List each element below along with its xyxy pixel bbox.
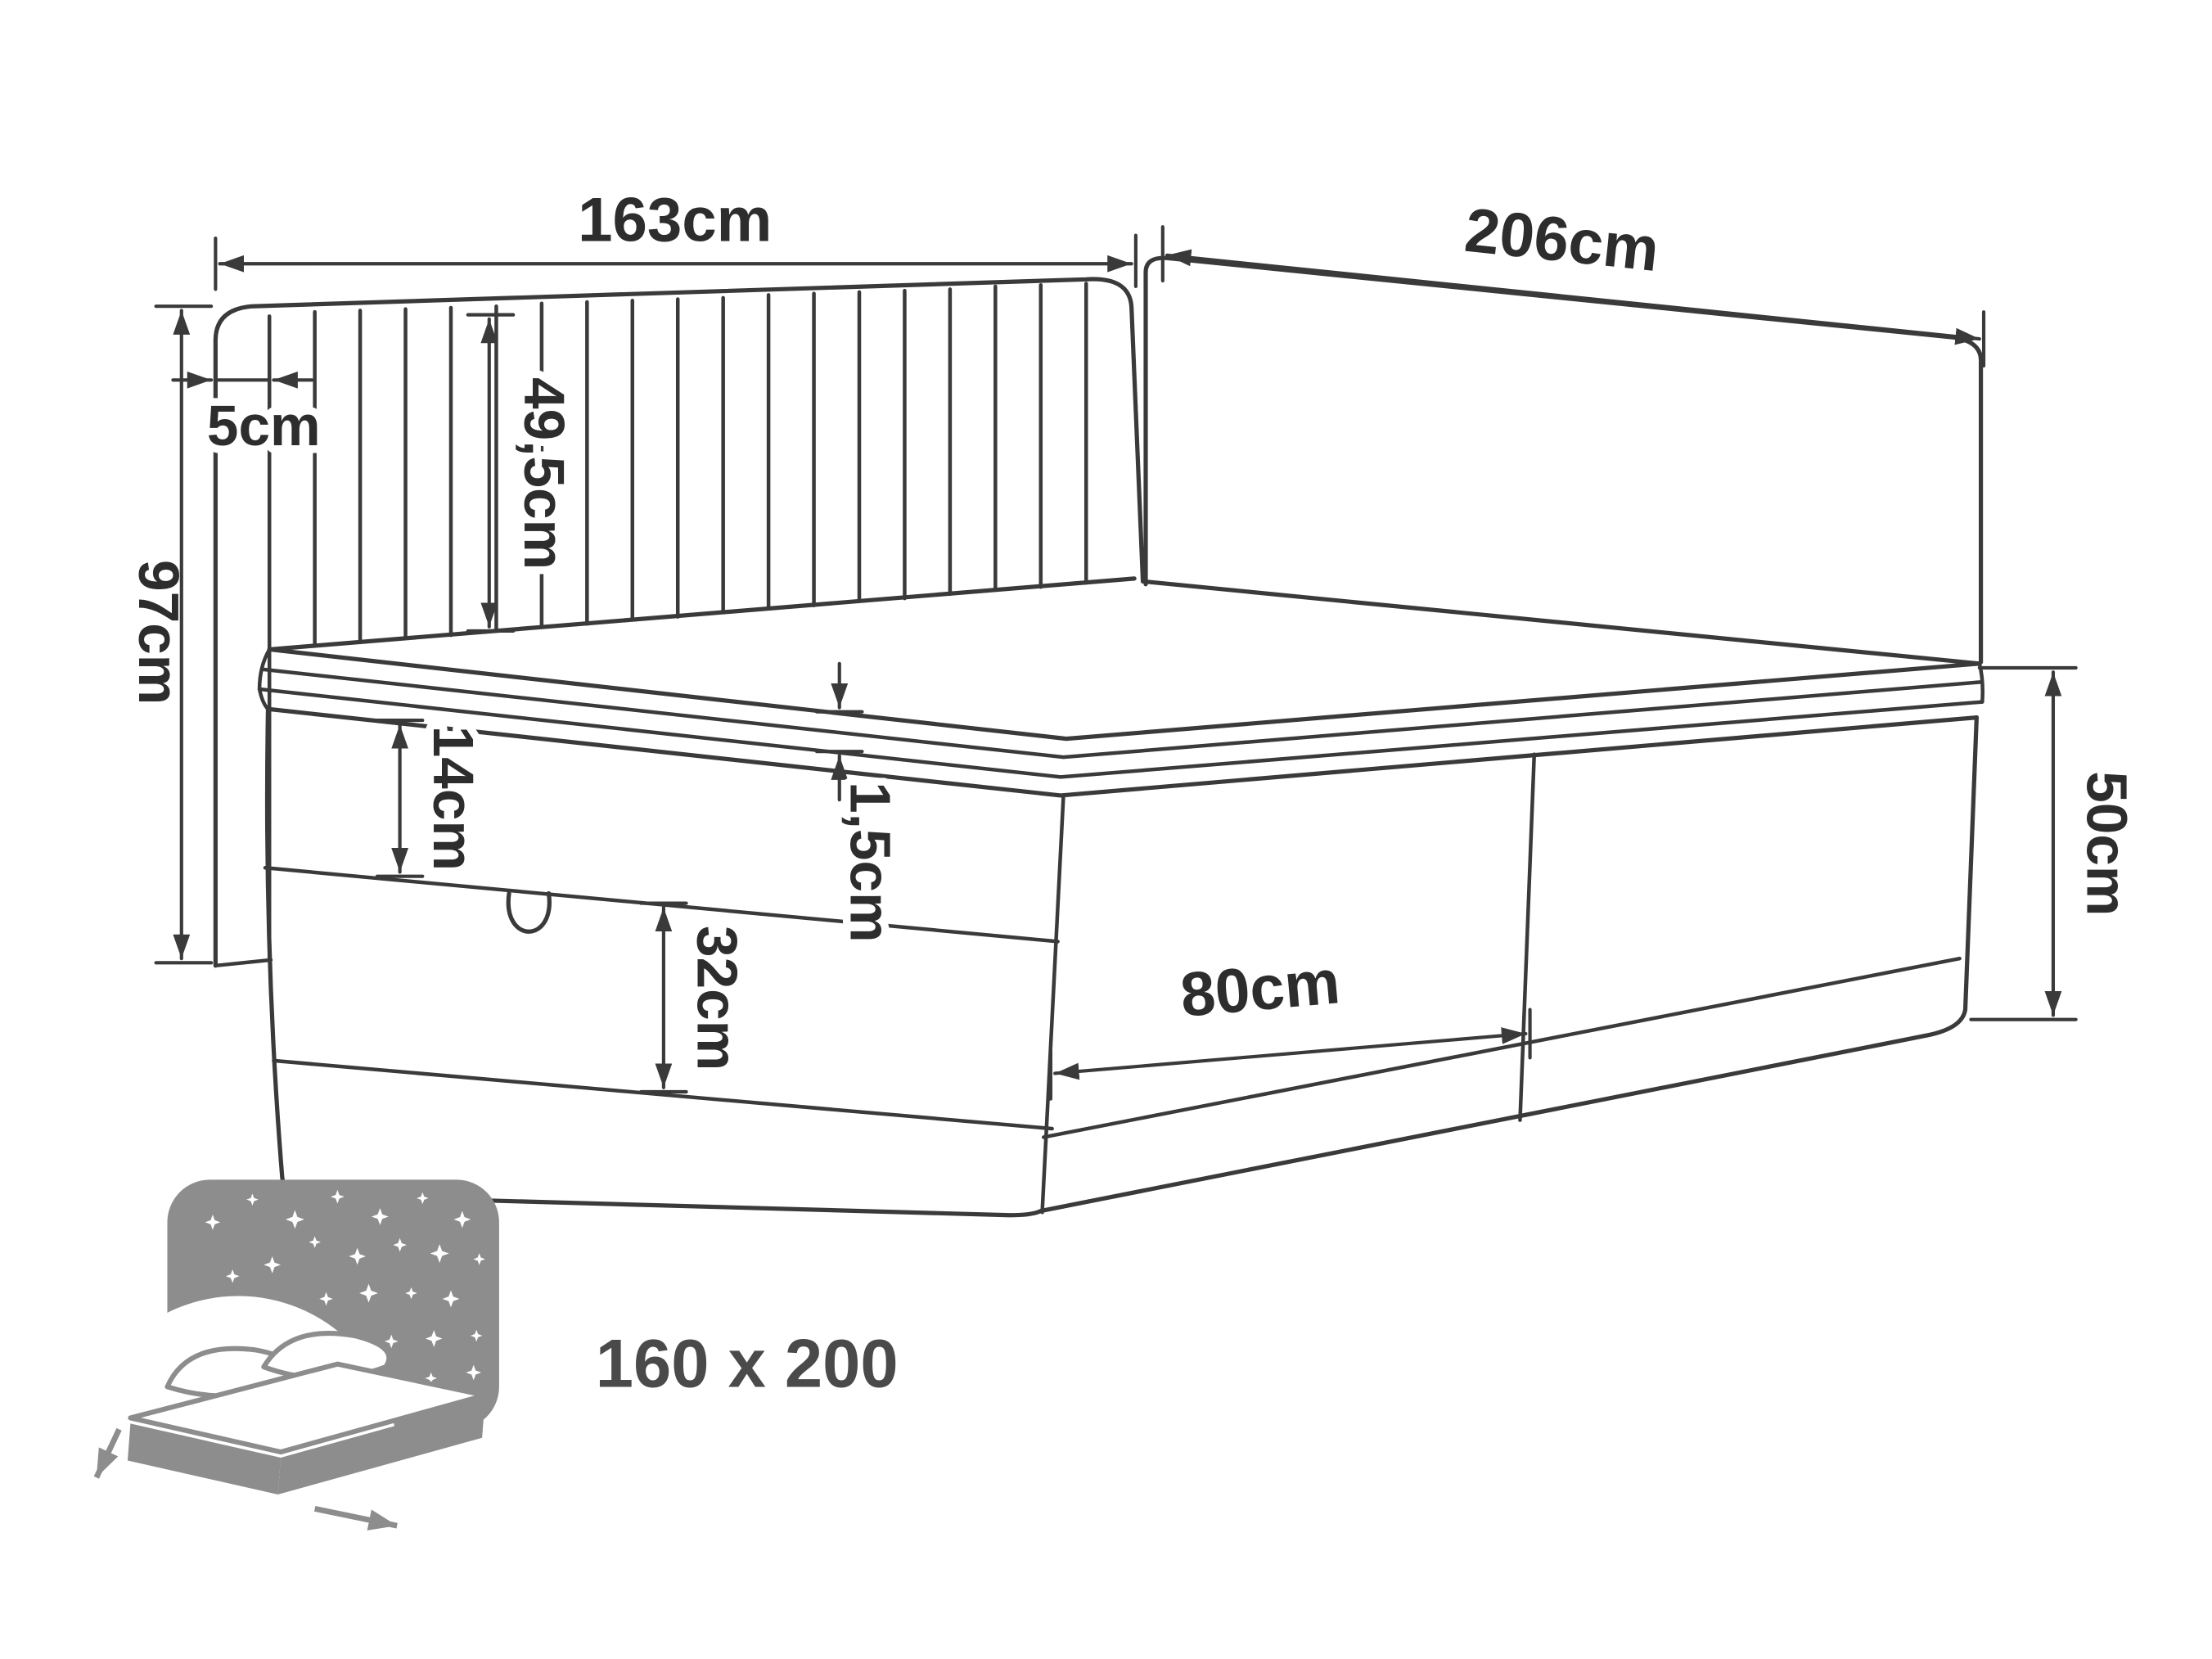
dim-label-50: 50cm: [2075, 771, 2139, 916]
dim-label-80: 80cm: [1178, 947, 1343, 1030]
mattress: [257, 576, 1984, 779]
dim-label-49-5: 49,5cm: [512, 377, 576, 570]
dim-1-5: 1,5cm: [814, 661, 910, 950]
headboard-outline: [213, 277, 1146, 968]
dim-163: 163cm: [214, 186, 1138, 291]
pictogram-base-front: [127, 1423, 282, 1495]
size-label: 160 x 200: [596, 1325, 899, 1401]
mattress-far-edge: [1140, 579, 1982, 666]
pictogram-arrow-left: [93, 1427, 122, 1479]
mattress-near-edge: [267, 647, 1982, 742]
dim-label-163: 163cm: [578, 186, 772, 255]
dim-label-97: 97cm: [127, 560, 191, 705]
base-top-edge: [265, 706, 1979, 798]
side-panel-outline: [1143, 255, 1984, 665]
base-outline: [264, 706, 1979, 1218]
handle-loop: [506, 890, 552, 934]
dim-80: 80cm: [1048, 940, 1532, 1101]
bed-base: [263, 706, 1979, 1218]
headboard-panel: [213, 277, 1146, 968]
dim-14: 14cm: [375, 718, 493, 879]
dim-label-1-5: 1,5cm: [839, 782, 903, 942]
dim-label-206: 206cm: [1462, 196, 1662, 285]
dim-5: 5cm: [171, 355, 328, 466]
pictogram-mattress: [128, 1361, 488, 1455]
mattress-back-edge: [267, 576, 1137, 652]
drawer-center-seam: [1518, 752, 1537, 1122]
dim-206: 206cm: [1160, 196, 1986, 368]
dimensions: 163cm 206cm 97cm 5cm 49,5cm 14cm: [127, 186, 2139, 1101]
dim-32: 32cm: [639, 901, 757, 1094]
dim-50: 50cm: [1969, 665, 2139, 1021]
pictogram-base-side: [277, 1400, 485, 1495]
size-pictogram: 160 x 200: [79, 1179, 899, 1614]
topper-seam-upper: [260, 667, 1983, 760]
base-corner-seam: [1040, 793, 1065, 1215]
dim-label-5: 5cm: [207, 394, 321, 458]
base-lower-seam: [272, 1058, 1054, 1131]
dim-label-32: 32cm: [685, 926, 749, 1071]
dim-97: 97cm: [127, 304, 214, 965]
dim-49-5: 49,5cm: [466, 313, 584, 633]
pictogram-arrow-front: [313, 1505, 398, 1531]
dim-label-14: 14cm: [421, 726, 485, 871]
topper-seam-lower: [257, 687, 1984, 779]
